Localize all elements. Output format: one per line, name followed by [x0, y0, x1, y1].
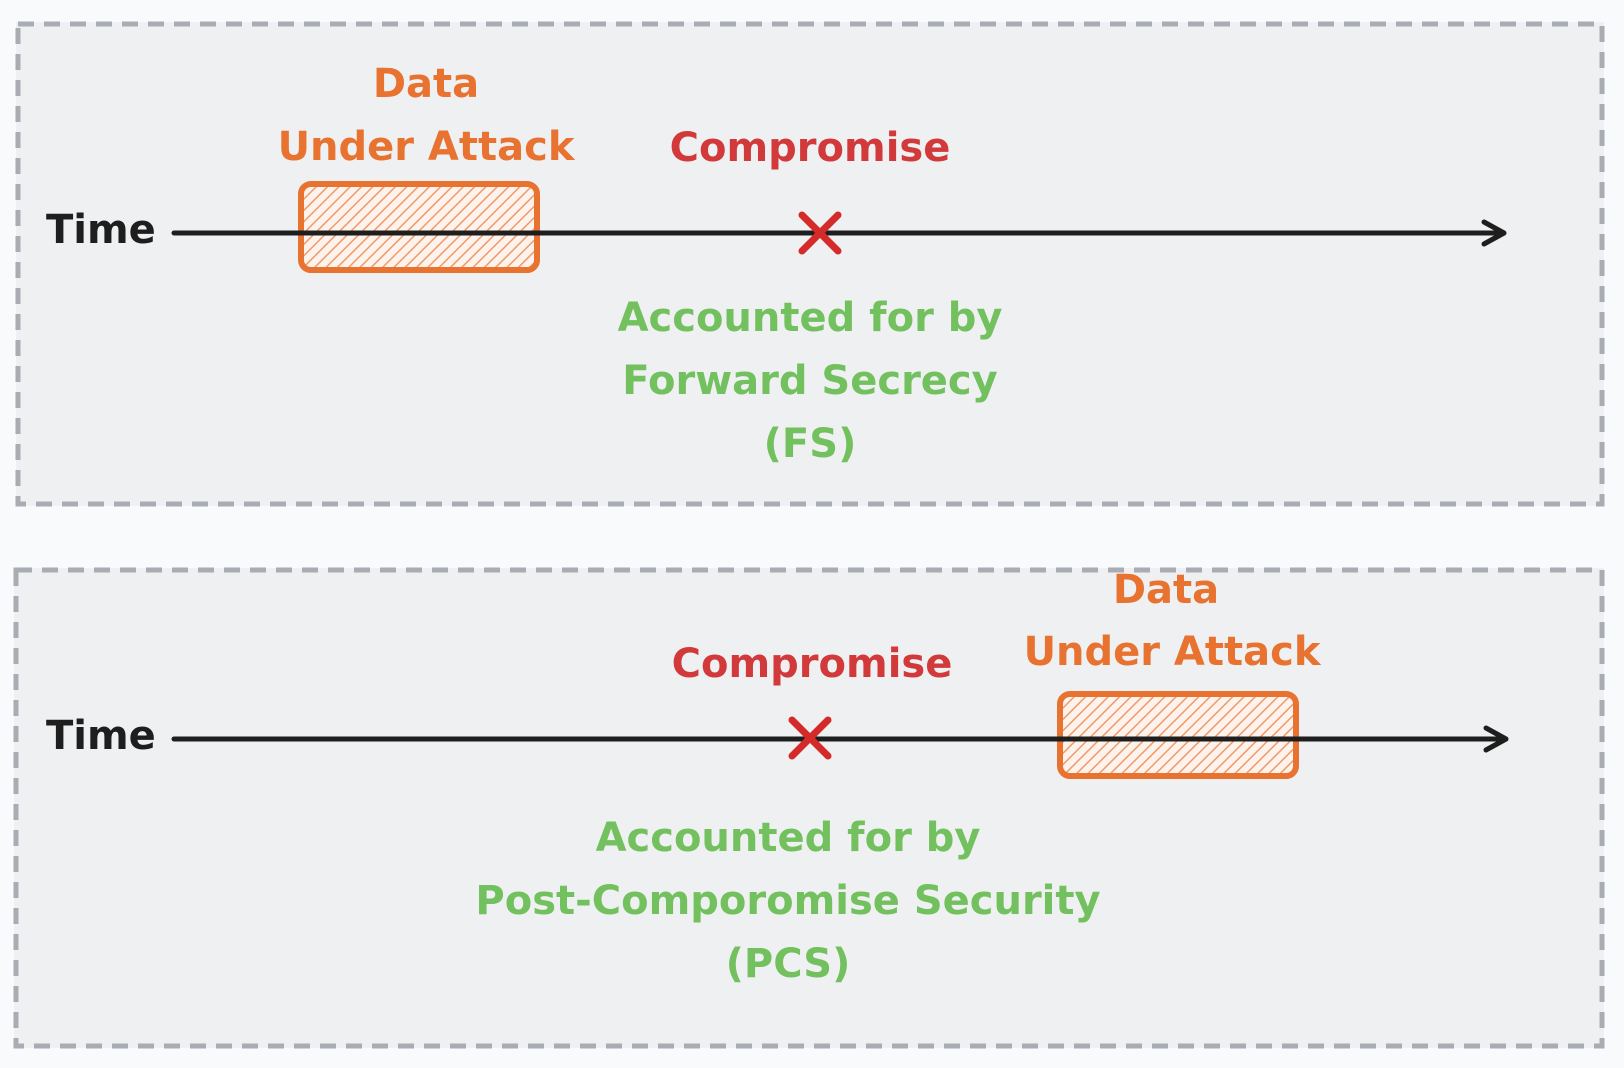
- axis-label: Time: [46, 207, 156, 253]
- compromise-label: Compromise: [669, 125, 951, 171]
- security-label-line-3: (FS): [763, 421, 857, 467]
- attack-window-box: [1057, 691, 1299, 779]
- security-label-line-2: Forward Secrecy: [622, 358, 998, 404]
- time-axis-arrowhead: [1481, 219, 1507, 247]
- attack-label-line-1: Data: [1112, 567, 1220, 613]
- security-label-line-2: Post-Comporomise Security: [475, 878, 1101, 924]
- panel-border: [15, 21, 1605, 507]
- attack-label-line-2: Under Attack: [277, 124, 575, 170]
- axis-label: Time: [46, 713, 156, 759]
- security-label-line-1: Accounted for by: [595, 815, 981, 861]
- time-axis-arrowhead: [1483, 725, 1509, 753]
- compromise-label: Compromise: [671, 641, 953, 687]
- attack-label-line-1: Data: [372, 61, 480, 107]
- panel-border: [13, 567, 1605, 1049]
- compromise-marker-icon: [798, 211, 842, 255]
- panel-post-compromise-security: Time Data Under Attack Compromise Accoun…: [13, 567, 1605, 1049]
- compromise-marker-icon: [788, 716, 832, 760]
- attack-window-box: [298, 181, 540, 273]
- panel-forward-secrecy: Time Data Under Attack Compromise Accoun…: [15, 21, 1605, 507]
- attack-label-line-2: Under Attack: [1023, 629, 1321, 675]
- security-label-line-3: (PCS): [725, 941, 851, 987]
- timeline-graphic: [171, 181, 1507, 273]
- security-label-line-1: Accounted for by: [617, 295, 1003, 341]
- timeline-graphic: [171, 691, 1509, 779]
